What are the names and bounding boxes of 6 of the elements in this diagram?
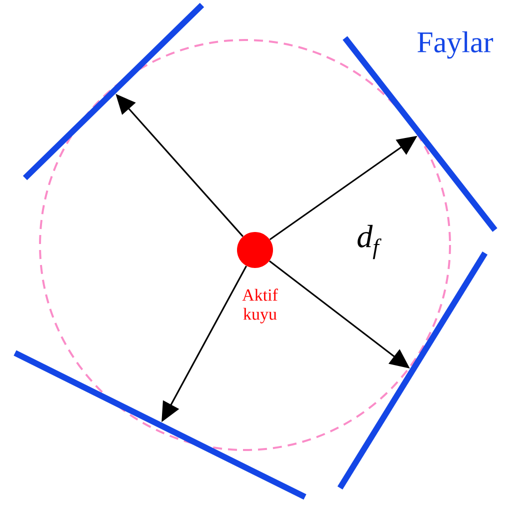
edge-label: d$_{f}$ (356, 224, 382, 260)
well-label: Aktif kuyu (242, 288, 278, 324)
fault-line (22, 2, 204, 180)
fault-line (14, 350, 306, 500)
well-dot (237, 232, 273, 268)
title-label: Faylar (418, 31, 494, 59)
